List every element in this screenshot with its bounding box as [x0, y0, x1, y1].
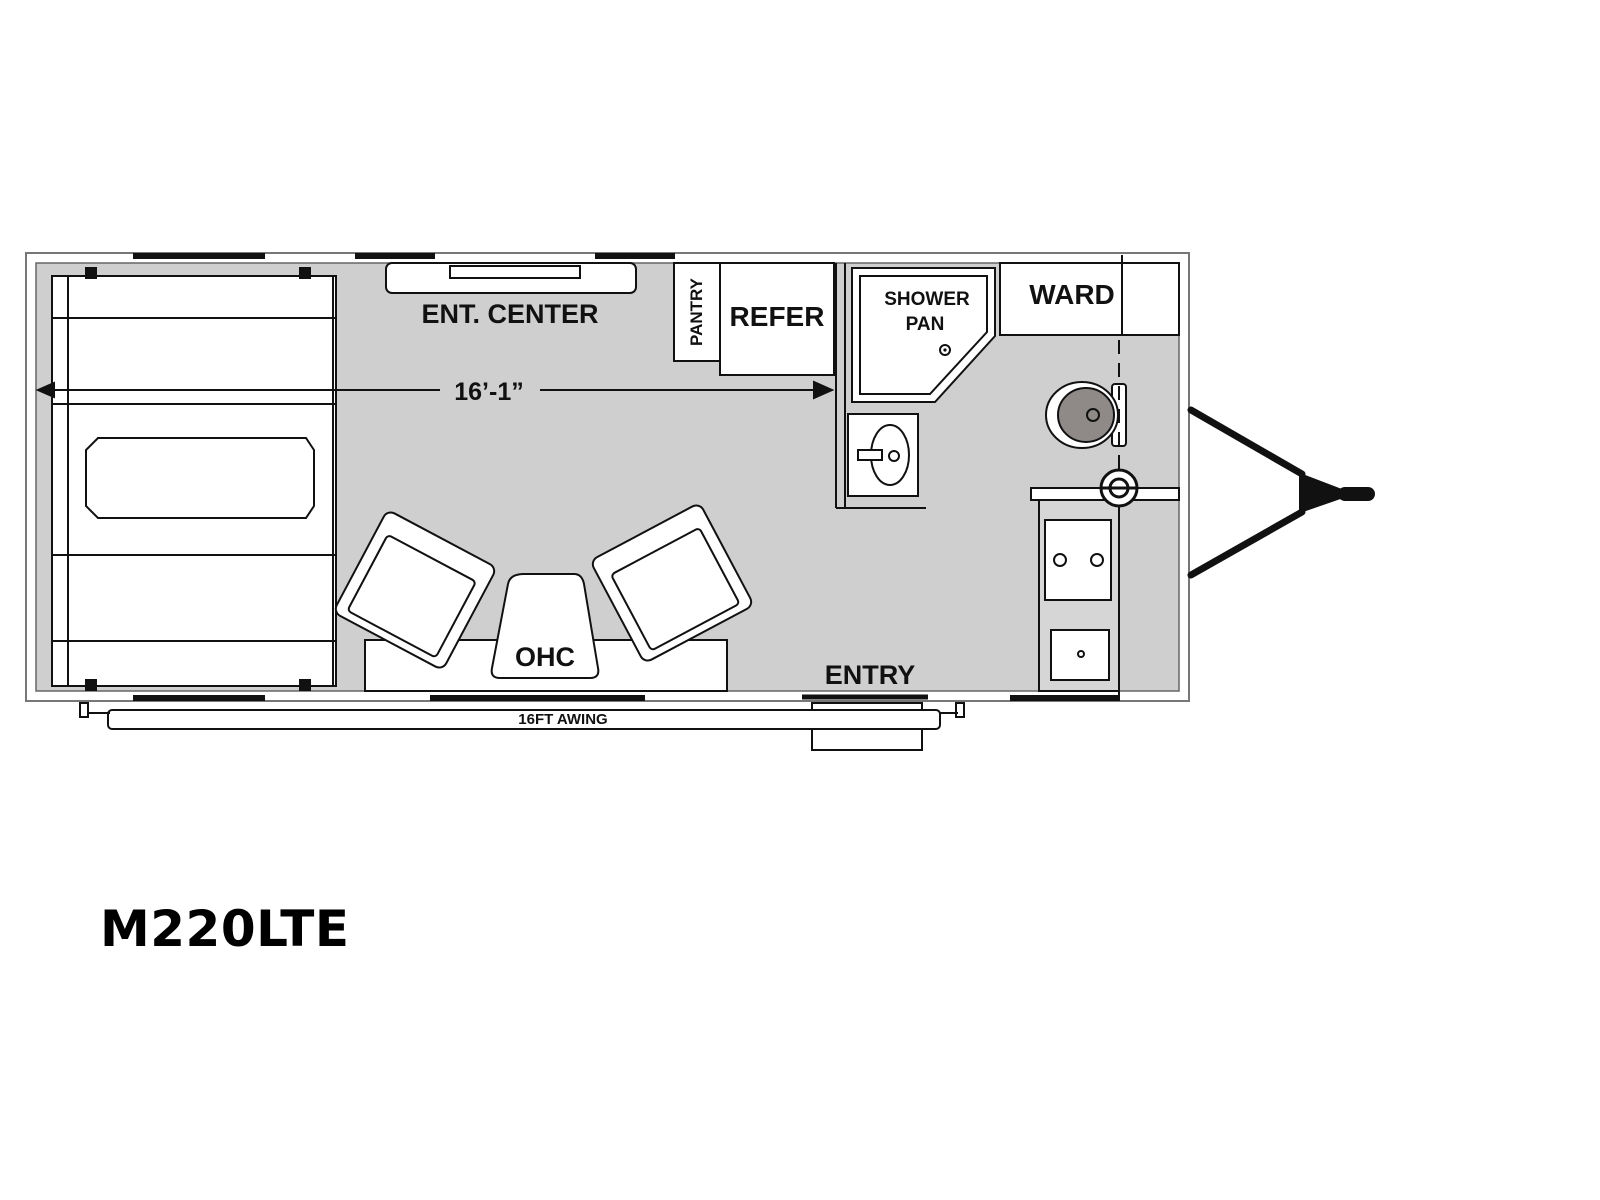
toilet: [1045, 381, 1127, 449]
furnace-symbol: [1099, 468, 1139, 508]
galley-sink: [1050, 629, 1110, 681]
windows: [133, 253, 1120, 701]
cooktop: [1044, 519, 1112, 601]
ward-label: WARD: [1029, 279, 1115, 310]
bed: [51, 267, 337, 691]
ent-center-label: ENT. CENTER: [421, 299, 598, 329]
left-chair: [334, 511, 496, 669]
dimension-label: 16’-1”: [454, 378, 523, 406]
refer-label: REFER: [730, 301, 825, 332]
model-name: M220LTE: [100, 900, 350, 958]
ohc-stool: [490, 573, 600, 679]
ent-center-cabinet: [385, 262, 637, 294]
awning-label: 16FT AWING: [518, 711, 607, 728]
pantry: [673, 262, 721, 362]
entry-label: ENTRY: [825, 660, 916, 690]
awning: [79, 702, 965, 730]
wardrobe: [999, 262, 1180, 336]
pantry-label: PANTRY: [687, 277, 706, 346]
refrigerator: [719, 262, 835, 376]
bathroom-walls: [835, 263, 926, 509]
trailer-tongue: [1187, 406, 1375, 579]
dimension-arrow: [35, 380, 835, 400]
right-chair: [591, 504, 753, 662]
shower-label-line2: PAN: [906, 314, 945, 335]
shower-label-line1: SHOWER: [884, 289, 970, 310]
shower-pan: [851, 267, 996, 403]
lavatory-sink: [847, 413, 919, 497]
ohc-label: OHC: [515, 642, 575, 672]
